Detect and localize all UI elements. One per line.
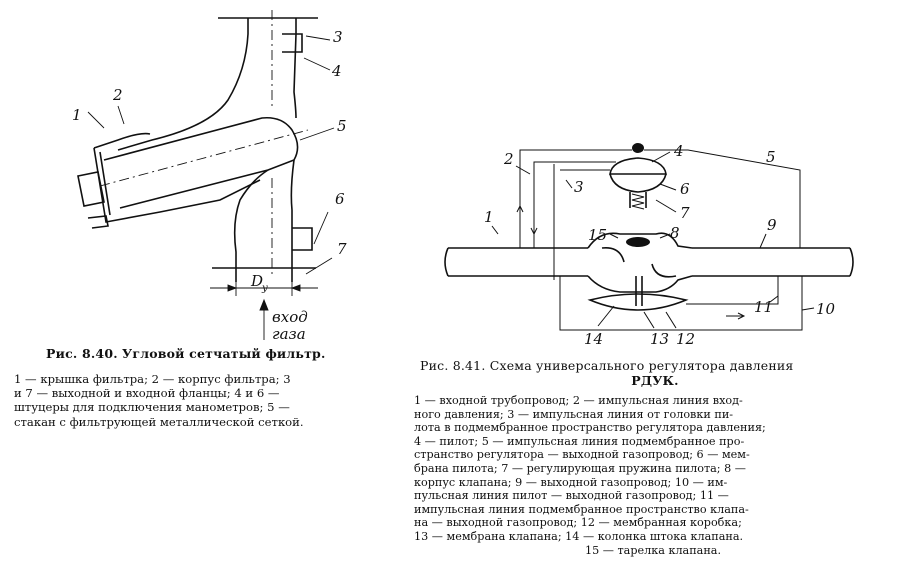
fig41-label-15: 15 <box>588 226 607 244</box>
fig41-label-9: 9 <box>767 216 777 234</box>
fig40-legend-line: штуцеры для подключения манометров; 5 — <box>14 400 290 415</box>
fig40-legend: 1 — крышка фильтра; 2 — корпус фильтра; … <box>14 372 386 429</box>
fig41-legend-last: 15 — тарелка клапана. <box>584 543 722 557</box>
fig40-label-2: 2 <box>112 86 123 104</box>
fig40-label-7: 7 <box>337 240 347 258</box>
fig41-label-5: 5 <box>766 148 776 166</box>
fig40-caption-title: Угловой сетчатый фильтр. <box>121 346 326 361</box>
fig41-legend-line: лота в подмембранное пространство регуля… <box>414 421 766 435</box>
fig41-legend-line: 1 — входной трубопровод; 2 — импульсная … <box>414 394 743 407</box>
fig41-caption-prefix: Рис. 8.41. <box>420 358 486 373</box>
fig41-legend-line: брана пилота; 7 — регулирующая пружина п… <box>414 461 746 475</box>
fig41-legend-line: ного давления; 3 — импульсная линия от г… <box>414 407 734 421</box>
angle-filter-drawing: 1 2 3 4 5 6 7 D y вход газа <box>72 10 347 343</box>
fig40-caption: Рис. 8.40. Угловой сетчатый фильтр. <box>46 346 386 361</box>
fig40-label-5: 5 <box>337 117 347 135</box>
fig41-caption-title-2: РДУК. <box>631 373 679 388</box>
gas-inlet-label-2: газа <box>272 325 306 343</box>
fig41-legend-line: пульсная линия пилот — выходной газопров… <box>414 489 729 503</box>
fig40-label-6: 6 <box>335 190 345 208</box>
fig41-label-3: 3 <box>574 178 584 196</box>
fig41-label-10: 10 <box>816 300 836 318</box>
fig41-label-12: 12 <box>676 330 695 348</box>
fig41-label-13: 13 <box>650 330 669 348</box>
fig41-legend-line: 4 — пилот; 5 — импульсная линия подмембр… <box>414 434 745 448</box>
fig40-label-1: 1 <box>72 106 82 124</box>
fig41-legend-line: 13 — мембрана клапана; 14 — колонка шток… <box>414 529 744 543</box>
fig41-label-14: 14 <box>584 330 603 348</box>
dim-label-main: D <box>250 272 263 290</box>
fig41-label-4: 4 <box>673 142 684 160</box>
dim-label-sub: y <box>261 283 268 294</box>
fig41-legend-line: на — выходной газопровод; 12 — мембранна… <box>414 516 742 530</box>
regulator-scheme-drawing: 1 2 3 4 5 6 7 8 9 10 11 12 13 14 15 <box>444 142 854 348</box>
fig41-caption-title: Схема универсального регулятора давления <box>489 358 794 373</box>
fig40-label-3: 3 <box>333 28 343 46</box>
figure-8-40: 1 2 3 4 5 6 7 D y вход газа <box>0 0 400 345</box>
fig40-legend-line: 1 — крышка фильтра; 2 — корпус фильтра; … <box>14 372 291 386</box>
fig41-label-7: 7 <box>680 204 690 222</box>
fig41-legend-line: корпус клапана; 9 — выходной газопровод;… <box>414 475 728 489</box>
figure-8-41: 1 2 3 4 5 6 7 8 9 10 11 12 13 14 15 <box>430 130 900 360</box>
fig40-legend-line: стакан с фильтрующей металлической сетко… <box>14 414 304 429</box>
fig41-label-1: 1 <box>484 208 494 226</box>
fig41-label-6: 6 <box>680 180 690 198</box>
fig40-label-4: 4 <box>331 62 342 80</box>
fig41-label-8: 8 <box>670 224 680 242</box>
fig41-label-11: 11 <box>754 298 773 316</box>
fig41-legend: 1 — входной трубопровод; 2 — импульсная … <box>414 394 892 557</box>
fig40-caption-prefix: Рис. 8.40. <box>46 346 118 361</box>
fig41-label-2: 2 <box>503 150 514 168</box>
fig41-caption: Рис. 8.41. Схема универсального регулято… <box>420 358 890 388</box>
fig41-legend-line: странство регулятора — выходной газопров… <box>414 448 750 462</box>
fig41-legend-line: импульсная линия подмембранное пространс… <box>414 502 749 516</box>
fig40-legend-line: и 7 — выходной и входной фланцы; 4 и 6 — <box>14 386 280 401</box>
gas-inlet-label-1: вход <box>272 308 308 326</box>
